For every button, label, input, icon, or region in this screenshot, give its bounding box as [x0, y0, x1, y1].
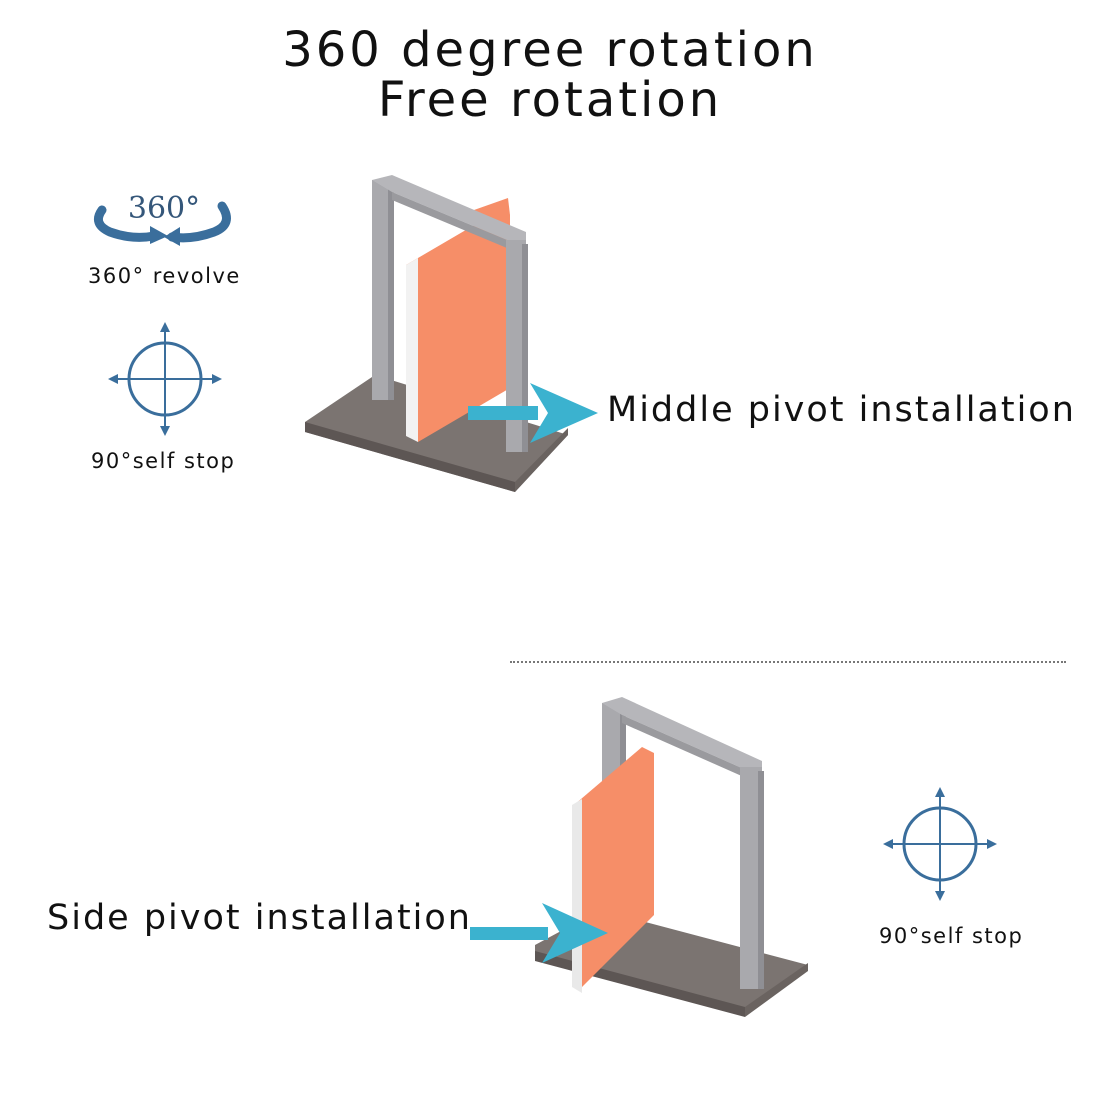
middle-pivot-label: Middle pivot installation	[607, 390, 1076, 430]
title-line-2: Free rotation	[377, 72, 723, 128]
rotate-360-number: 360°	[128, 191, 200, 226]
middle-pivot-door-illustration	[305, 175, 568, 492]
pivot-arrow-icon	[468, 383, 598, 443]
rotate-360-icon: 360°	[93, 191, 231, 246]
side-pivot-arrow-icon	[470, 903, 608, 963]
compass-cross-icon-bottom	[883, 787, 997, 901]
side-pivot-label: Side pivot installation	[47, 898, 472, 938]
revolve-label: 360° revolve	[88, 264, 241, 288]
title-line-1: 360 degree rotation	[282, 22, 818, 78]
section-divider	[510, 661, 1066, 663]
self-stop-label-bottom: 90°self stop	[879, 924, 1024, 948]
side-pivot-door-illustration	[535, 697, 808, 1017]
self-stop-label-top: 90°self stop	[91, 449, 236, 473]
compass-cross-icon	[108, 322, 222, 436]
